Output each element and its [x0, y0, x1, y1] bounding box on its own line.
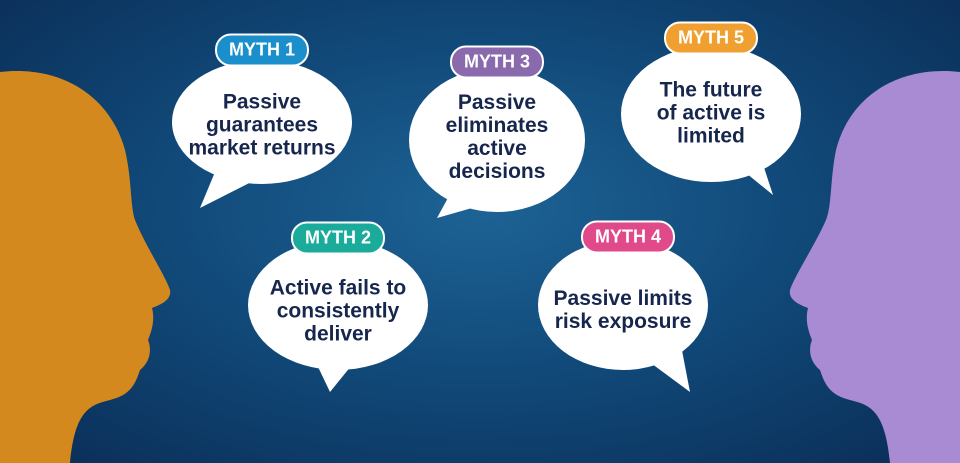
myth-5-badge: MYTH 5: [663, 21, 759, 55]
myth-2-badge: MYTH 2: [290, 221, 386, 255]
myth-2-text: Active fails to consistently deliver: [269, 276, 407, 346]
myth-4-text: Passive limits risk exposure: [553, 287, 693, 333]
myth-3-badge: MYTH 3: [449, 45, 545, 79]
myth-5-text: The future of active is limited: [656, 78, 766, 148]
speech-bubble-4: [538, 240, 708, 370]
speech-bubble-3: [409, 68, 585, 212]
myth-3-text: Passive eliminates active decisions: [445, 91, 549, 183]
myth-1-text: Passive guarantees market returns: [188, 90, 336, 160]
left-head-silhouette: [0, 70, 171, 463]
right-head-silhouette: [789, 70, 960, 463]
myth-4-badge: MYTH 4: [580, 220, 676, 254]
speech-bubble-2: [248, 240, 428, 370]
speech-bubble-1: [172, 60, 352, 184]
myth-1-badge: MYTH 1: [214, 33, 310, 67]
